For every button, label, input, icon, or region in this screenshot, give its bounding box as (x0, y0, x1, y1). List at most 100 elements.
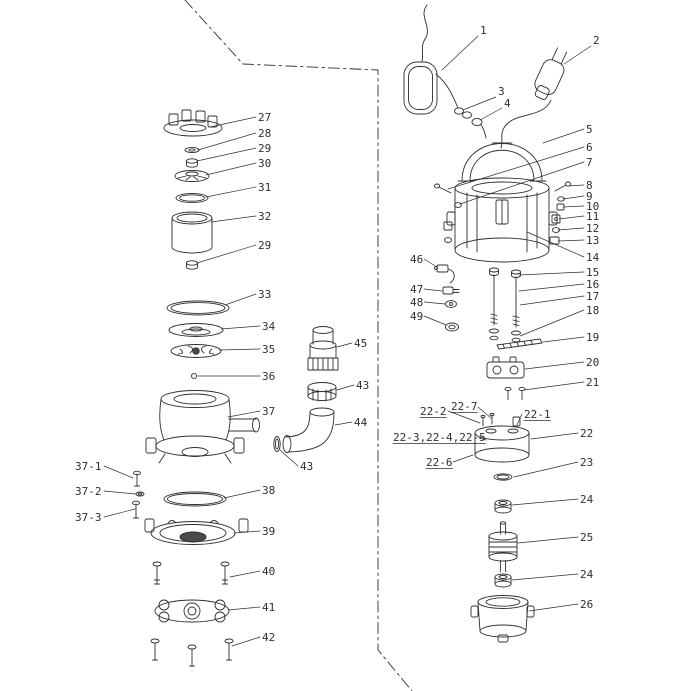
leader-line-15 (518, 271, 585, 276)
part-callout-28: 28 (258, 127, 271, 140)
part-41-base-bracket (154, 599, 230, 623)
assembly-boundary-line (184, 0, 413, 691)
part-18-spring-washers (489, 335, 521, 343)
leader-line-3 (462, 96, 497, 111)
leader-line-43 (336, 384, 355, 391)
leader-line-29 (196, 244, 257, 264)
leader-line-27 (209, 116, 257, 128)
leader-line-37-2 (103, 490, 137, 495)
part-22-stator-assembly (474, 412, 530, 463)
part-40-screws (152, 561, 230, 585)
part-28-washer (184, 146, 200, 154)
leader-line-48 (423, 301, 446, 305)
leader-line-41 (227, 606, 261, 611)
part-callout-14: 14 (586, 251, 600, 264)
part-callout-37-2: 37-2 (75, 485, 102, 498)
part-callout-40: 40 (262, 565, 275, 578)
part-callout-23: 23 (580, 456, 593, 469)
part-callout-18: 18 (586, 304, 599, 317)
part-callout-8: 8 (586, 179, 593, 192)
part-callout-37: 37 (262, 405, 275, 418)
part-callout-4: 4 (504, 97, 511, 110)
part-callout-17: 17 (586, 290, 599, 303)
part-37-screw-set (132, 470, 145, 519)
part-callout-32: 32 (258, 210, 271, 223)
part-47-connector (442, 286, 460, 295)
leader-line-39 (233, 530, 261, 534)
leader-line-40 (229, 570, 261, 578)
leader-line-16 (518, 283, 585, 292)
leader-line-22 (530, 432, 579, 440)
leader-line-8 (566, 184, 585, 187)
leader-line-22-3,22-4,22-5 (478, 437, 487, 441)
part-4-cable-bushing (471, 117, 487, 139)
part-38-o-ring-base (163, 491, 227, 507)
part-callout-46: 46 (410, 253, 423, 266)
part-29-nut-upper (186, 158, 198, 168)
part-callout-45: 45 (354, 337, 367, 350)
part-46-switch-lever (434, 264, 455, 284)
part-callout-7: 7 (586, 156, 593, 169)
part-callout-33: 33 (258, 288, 271, 301)
part-callout-35: 35 (262, 343, 275, 356)
leader-line-37 (227, 410, 261, 418)
part-27-impeller-cover (163, 109, 223, 137)
leader-line-30 (205, 162, 257, 176)
part-33-o-ring-large (166, 300, 230, 316)
leader-line-43 (279, 449, 299, 467)
part-callout-26: 26 (580, 598, 593, 611)
part-callout-43: 43 (300, 460, 313, 473)
part-23-o-ring (493, 473, 513, 481)
part-callout-19: 19 (586, 331, 599, 344)
leader-line-22-6 (452, 454, 474, 463)
leader-line-37-3 (103, 508, 136, 518)
leader-line-42 (231, 636, 261, 647)
leader-line-34 (220, 325, 261, 330)
part-callout-24: 24 (580, 568, 594, 581)
part-19-shaft-pin (496, 338, 543, 350)
leader-line-10 (562, 205, 585, 208)
leader-line-19 (542, 336, 585, 343)
part-43-hose-nut (307, 382, 337, 402)
part-callout-43: 43 (356, 379, 369, 392)
part-callout-9: 9 (586, 190, 593, 203)
part-callout-1: 1 (480, 24, 487, 37)
part-callout-25: 25 (580, 531, 593, 544)
leader-line-28 (197, 132, 257, 151)
part-8-screw (554, 181, 572, 192)
part-32-filter-cylinder (171, 211, 213, 254)
part-3-cord-grip (454, 107, 472, 119)
leader-line-7 (459, 161, 585, 205)
part-14-motor-housing (446, 177, 558, 263)
part-callout-49: 49 (410, 310, 423, 323)
part-17-washers (489, 328, 521, 336)
leader-line-47 (423, 288, 443, 292)
leader-line-12 (557, 227, 585, 231)
part-callout-29: 29 (258, 142, 271, 155)
leader-line-33 (224, 293, 257, 306)
leader-line-38 (223, 489, 261, 499)
leader-line-17 (519, 295, 585, 306)
part-36-shaft-key (190, 372, 198, 380)
part-7-washer (454, 202, 462, 208)
leader-line-25 (517, 536, 579, 544)
part-31-o-ring-small (175, 192, 209, 204)
part-callout-42: 42 (262, 631, 275, 644)
part-callout-22-7: 22-7 (451, 400, 478, 413)
part-callout-47: 47 (410, 283, 423, 296)
leader-line-5 (542, 128, 585, 144)
part-15-16-tie-bolts (489, 267, 521, 328)
part-45-hose-adapter (307, 326, 339, 371)
part-37-pump-housing (145, 390, 260, 464)
part-callout-21: 21 (586, 376, 599, 389)
part-callout-10: 10 (586, 200, 599, 213)
leader-line-35 (218, 348, 261, 351)
part-callout-30: 30 (258, 157, 271, 170)
part-callout-15: 15 (586, 266, 599, 279)
leader-line-29 (196, 147, 257, 162)
leader-line-22-7 (477, 406, 492, 419)
leader-line-45 (336, 342, 353, 348)
part-34-diffuser-plate (168, 323, 224, 337)
leader-line-46 (423, 258, 438, 268)
